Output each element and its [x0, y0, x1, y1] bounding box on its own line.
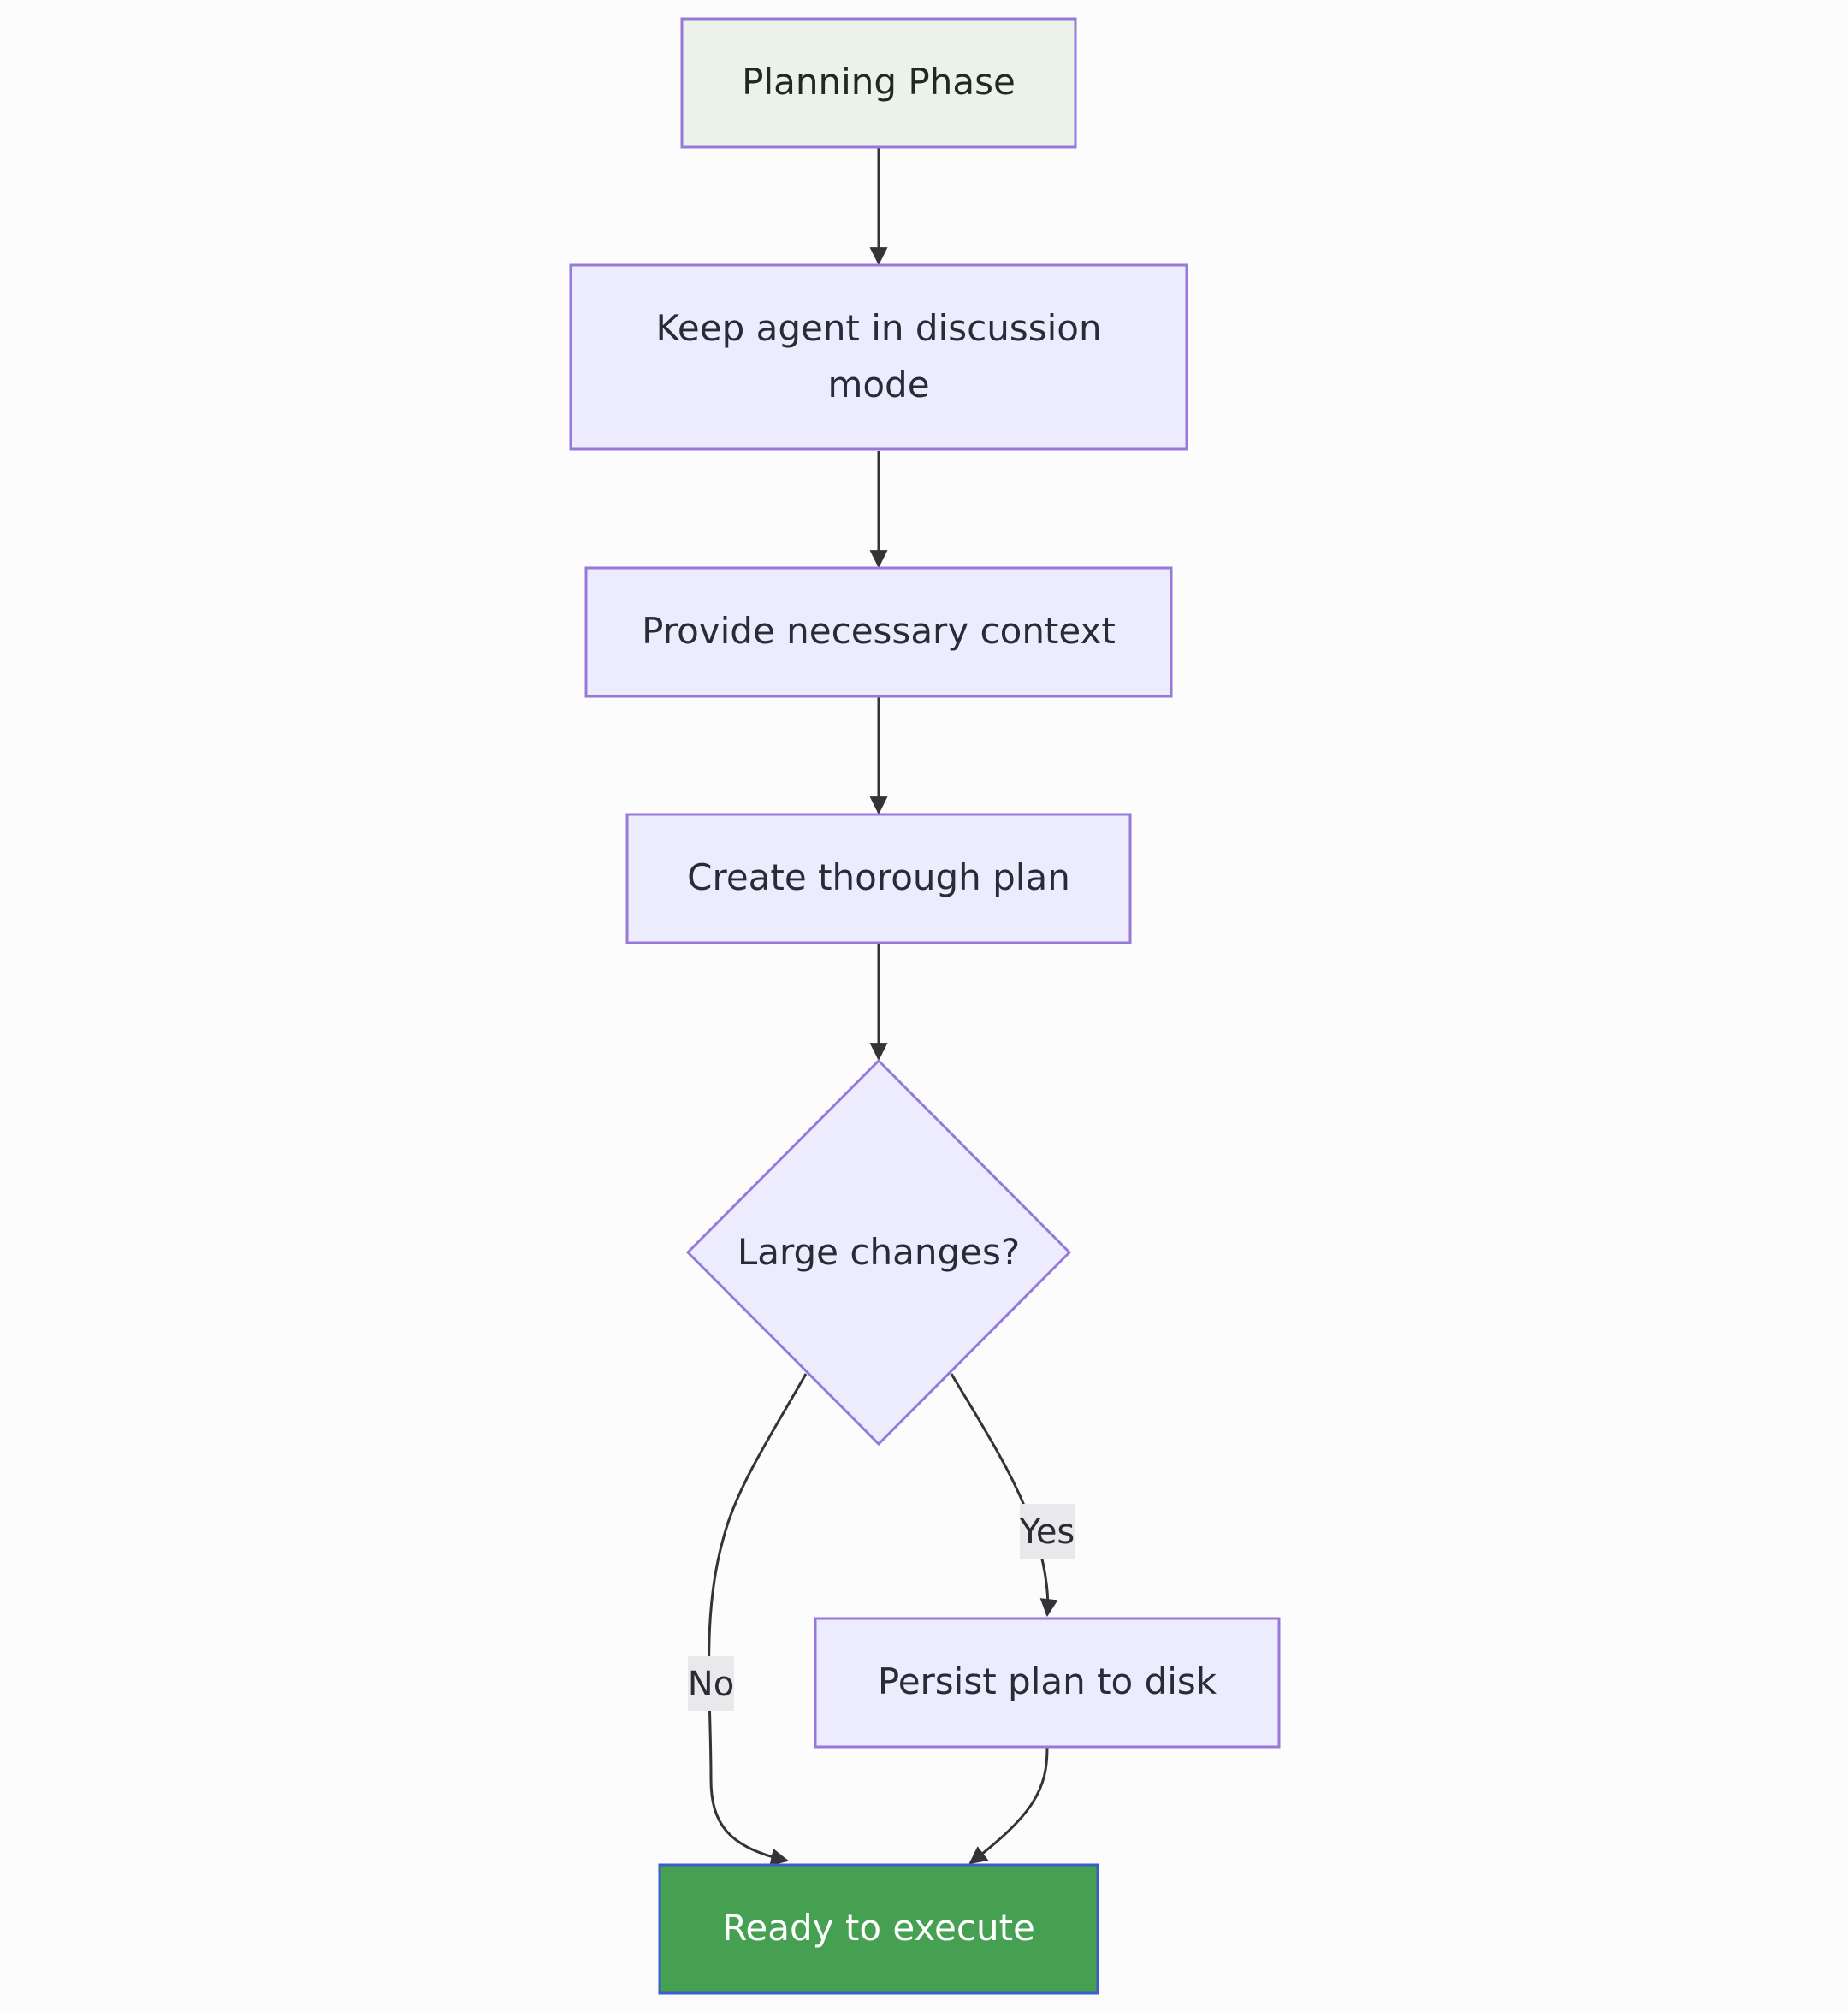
- edge-label-no-text: No: [688, 1665, 734, 1704]
- node-persist-plan-label: Persist plan to disk: [878, 1660, 1217, 1702]
- edge-large-changes-no-to-ready: [708, 1373, 808, 1867]
- edge-persist-plan-to-ready: [968, 1747, 1049, 1865]
- edge-large-changes-yes-to-persist-plan: [950, 1373, 1058, 1618]
- edge-label-no-bg: [688, 1656, 734, 1711]
- node-persist-plan-box: [814, 1617, 1281, 1749]
- node-provide-context: Provide necessary context: [584, 566, 1173, 698]
- node-ready-box: [658, 1863, 1099, 1995]
- node-keep-agent-label-line2: mode: [827, 364, 929, 405]
- node-provide-context-label: Provide necessary context: [642, 610, 1116, 652]
- node-large-changes-label: Large changes?: [737, 1231, 1020, 1273]
- node-planning-phase: Planning Phase: [680, 17, 1077, 149]
- node-create-plan-box: [625, 813, 1132, 944]
- node-create-plan: Create thorough plan: [625, 813, 1132, 944]
- node-large-changes-decision: Large changes?: [685, 1058, 1072, 1447]
- edge-label-yes-bg: [1020, 1504, 1075, 1559]
- node-large-changes-diamond: [685, 1058, 1072, 1447]
- node-provide-context-box: [584, 566, 1173, 698]
- node-keep-agent: Keep agent in discussion mode: [569, 263, 1188, 451]
- edge-label-no: No: [688, 1656, 734, 1711]
- node-persist-plan: Persist plan to disk: [814, 1617, 1281, 1749]
- node-planning-phase-label: Planning Phase: [742, 61, 1016, 103]
- node-ready-label: Ready to execute: [722, 1907, 1035, 1949]
- node-ready-to-execute: Ready to execute: [658, 1863, 1099, 1995]
- node-keep-agent-box: [569, 263, 1188, 451]
- edge-label-yes-text: Yes: [1019, 1512, 1075, 1552]
- node-planning-phase-box: [680, 17, 1077, 149]
- node-create-plan-label: Create thorough plan: [687, 856, 1070, 898]
- edge-label-yes: Yes: [1019, 1504, 1075, 1559]
- node-keep-agent-label-line1: Keep agent in discussion: [655, 307, 1101, 349]
